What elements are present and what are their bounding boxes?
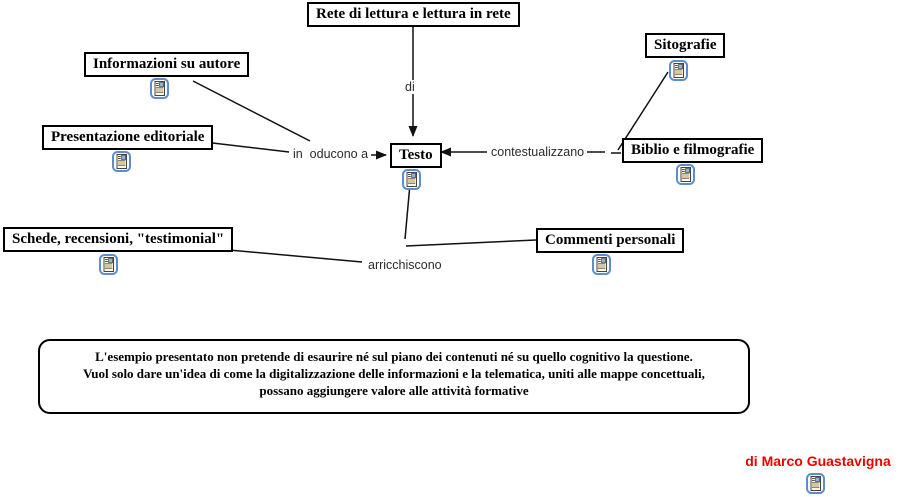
node-sitografie: Sitografie <box>645 33 726 58</box>
link-label-arricchiscono: arricchiscono <box>365 258 445 272</box>
node-schede: Schede, recensioni, "testimonial" <box>3 227 234 252</box>
line-presentazione <box>203 141 290 153</box>
resource-icon-presentazione[interactable] <box>112 151 131 172</box>
node-biblio: Biblio e filmografie <box>622 138 764 163</box>
line-testo-down <box>404 183 411 240</box>
link-label-contestualizzano: contestualizzano <box>488 145 588 159</box>
line-informazioni <box>192 80 311 142</box>
node-title: Rete di lettura e lettura in rete <box>307 2 520 27</box>
credit-text: di Marco Guastavigna <box>745 453 891 469</box>
node-presentazione: Presentazione editoriale <box>42 125 214 150</box>
note-line-1: L'esempio presentato non pretende di esa… <box>95 349 693 364</box>
resource-icon-schede[interactable] <box>99 254 118 275</box>
node-commenti: Commenti personali <box>536 228 685 253</box>
resource-icon-biblio[interactable] <box>676 164 695 185</box>
node-testo: Testo <box>390 143 442 168</box>
resource-icon-testo[interactable] <box>402 169 421 190</box>
resource-icon-informazioni[interactable] <box>150 78 169 99</box>
line-sitografie <box>617 71 669 151</box>
note-box: L'esempio presentato non pretende di esa… <box>38 339 750 414</box>
resource-icon-sitografie[interactable] <box>669 60 688 81</box>
note-line-2: Vuol solo dare un'idea di come la digita… <box>83 366 705 381</box>
resource-icon-commenti[interactable] <box>592 254 611 275</box>
line-schede <box>217 248 363 263</box>
line-to-commenti <box>405 239 537 247</box>
note-line-3: possano aggiungere valore alle attività … <box>259 383 529 398</box>
link-label-introducono: in oducono a <box>290 147 372 161</box>
node-informazioni: Informazioni su autore <box>84 52 250 77</box>
link-label-di: di <box>402 80 418 94</box>
resource-icon-credit[interactable] <box>806 473 825 494</box>
